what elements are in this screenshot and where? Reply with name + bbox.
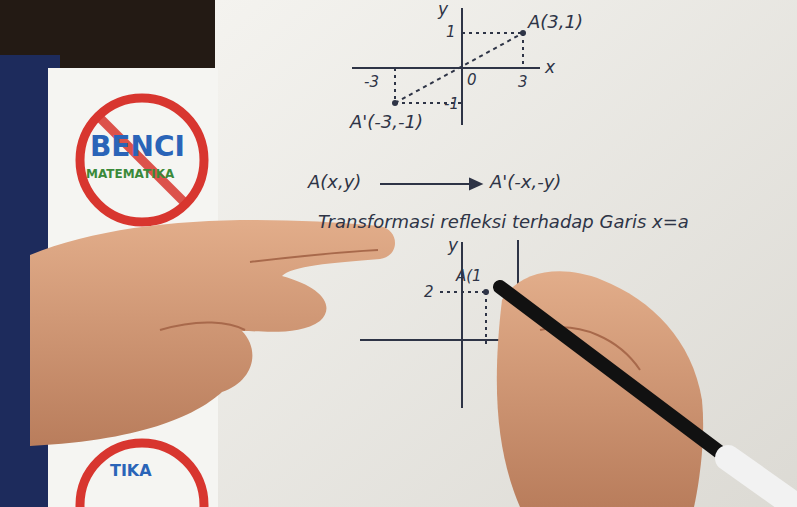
logo-text: MATEMATIKA xyxy=(86,168,174,181)
point-label: A(1 xyxy=(456,268,482,285)
tick-number: 3 xyxy=(518,74,528,91)
point-label: A(3,1) xyxy=(528,12,583,32)
tick-number: 1 xyxy=(446,24,456,41)
tick-number: 2 xyxy=(424,284,434,301)
formula-text: A(x,y) xyxy=(308,172,361,192)
axis-label: y xyxy=(438,0,448,19)
tick-number: 0 xyxy=(467,72,477,89)
point-label: A'(-3,-1) xyxy=(350,112,423,132)
heading-note: Transformasi refleksi terhadap Garis x=a xyxy=(318,212,689,232)
logo-text: TIKA xyxy=(110,462,152,480)
tick-number: -3 xyxy=(364,74,379,91)
axis-label: y xyxy=(448,236,458,255)
axis-label: x xyxy=(545,58,555,77)
formula-text: A'(-x,-y) xyxy=(490,172,561,192)
tick-number: -1 xyxy=(444,96,459,113)
logo-text: BENCI xyxy=(90,132,185,163)
